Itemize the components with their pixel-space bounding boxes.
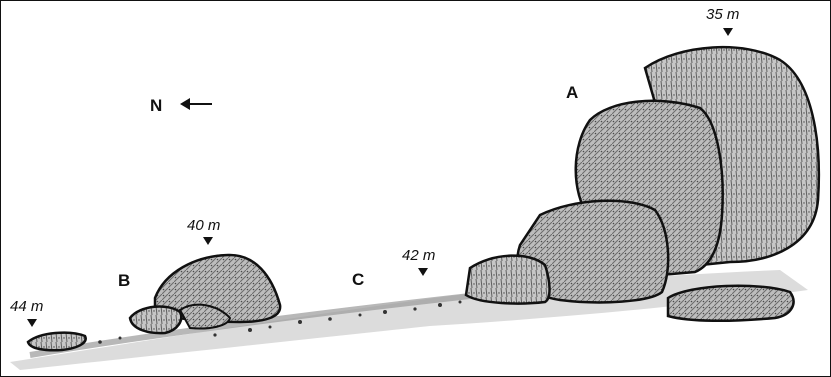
depth-marker-35m <box>723 28 733 36</box>
depth-label-44m: 44 m <box>10 298 43 315</box>
depth-marker-42m <box>418 268 428 276</box>
depth-label-42m: 42 m <box>402 247 435 264</box>
depth-label-40m: 40 m <box>187 217 220 234</box>
rock-a-base <box>668 286 794 321</box>
depth-marker-44m <box>27 319 37 327</box>
label-b: B <box>118 271 130 291</box>
depth-label-35m: 35 m <box>706 6 739 23</box>
north-label: N <box>150 96 162 116</box>
depth-marker-40m <box>203 237 213 245</box>
label-a: A <box>566 83 578 103</box>
label-c: C <box>352 270 364 290</box>
rock-a-front <box>466 256 550 304</box>
rock-b-front <box>130 306 181 333</box>
